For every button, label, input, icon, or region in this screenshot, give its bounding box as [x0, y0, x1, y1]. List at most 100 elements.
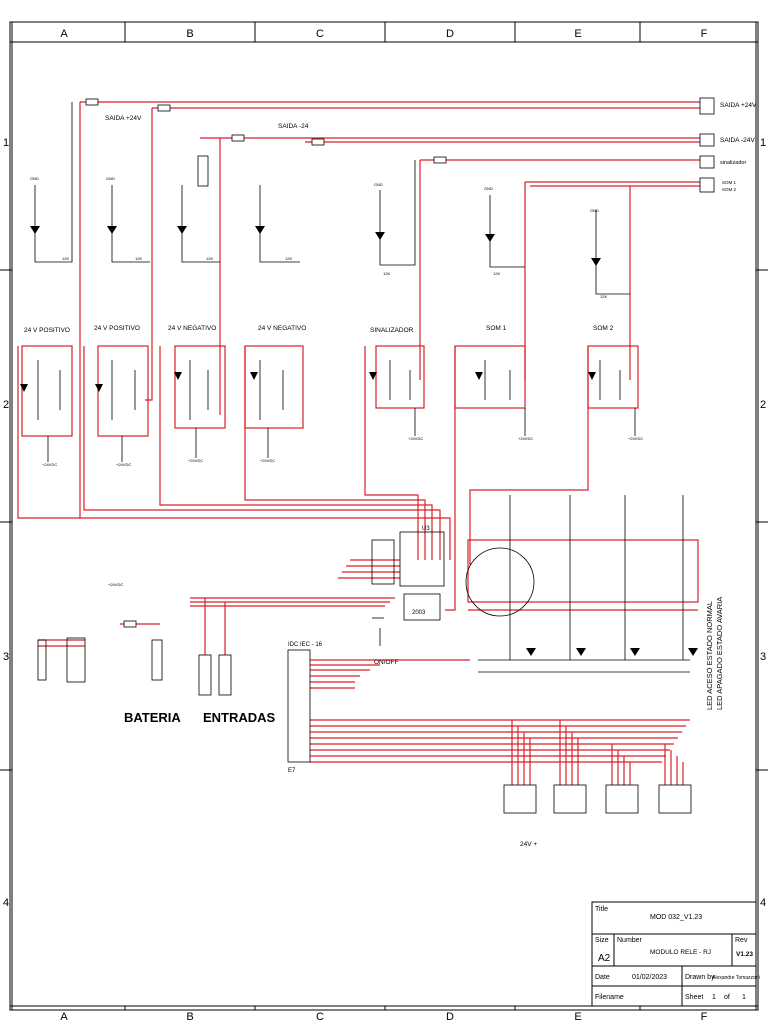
number-value: MODULO RELE - RJ: [650, 949, 711, 956]
row-label: 1: [760, 137, 766, 149]
fuse-stack-icon: [197, 155, 209, 187]
col-label: A: [60, 28, 68, 40]
resistor-value: 12K: [206, 256, 213, 261]
row-label: 2: [760, 399, 766, 411]
section-title: 24 V NEGATIVO: [258, 325, 306, 332]
sheet-header: Sheet: [685, 994, 703, 1001]
date-value: 01/02/2023: [632, 974, 667, 981]
resistor-value: 12K: [62, 256, 69, 261]
col-label: F: [701, 28, 708, 40]
sheet-total: 1: [742, 994, 746, 1001]
led-icon: [485, 234, 495, 242]
output-label-saida-neg: SAIDA -24V: [720, 137, 755, 144]
col-label: A: [60, 1011, 68, 1023]
black-wires: [34, 97, 715, 814]
output-label-saida-pos: SAIDA +24V: [720, 102, 757, 109]
resistor-value: 12K: [493, 271, 500, 276]
vdc-label: +24VDC: [188, 458, 203, 463]
filename-header: Filename: [595, 994, 624, 1001]
fuse-icon: [157, 104, 171, 112]
vdc-label: +24VDC: [260, 458, 275, 463]
resistor-value: 12K: [285, 256, 292, 261]
rev-header: Rev: [735, 937, 748, 944]
entradas-label: ENTRADAS: [203, 710, 276, 725]
col-label: C: [316, 1011, 324, 1023]
col-label: E: [574, 28, 581, 40]
red-wires: [17, 101, 700, 785]
bateria-label: BATERIA: [124, 710, 181, 725]
title-header: Title: [595, 906, 608, 913]
led-icon: [107, 226, 117, 234]
diode-icon: [475, 372, 483, 380]
title-block: Title Size Number Rev Date Drawn by File…: [591, 901, 760, 1007]
section-title: 24 V POSITIVO: [24, 327, 70, 334]
resistor-value: 12K: [383, 271, 390, 276]
onoff-label: ON/OFF: [374, 659, 399, 666]
sheet-of: of: [724, 994, 730, 1001]
col-label: F: [701, 1011, 708, 1023]
bus-label-saida-neg: SAIDA -24: [278, 123, 309, 130]
section-title: SOM 2: [593, 325, 614, 332]
section-title: 24 V NEGATIVO: [168, 325, 216, 332]
diode-icon: [250, 372, 258, 380]
row-label: 3: [3, 651, 9, 663]
gnd-label: GND: [484, 186, 493, 191]
led-icon: [177, 226, 187, 234]
gnd-label: GND: [30, 176, 39, 181]
fuse-icon: [231, 134, 245, 142]
col-label: B: [186, 1011, 193, 1023]
ic-label: 2003: [412, 610, 426, 616]
led-icon: [591, 258, 601, 266]
u3-label: U3: [422, 526, 430, 532]
e7-label: E7: [288, 768, 296, 774]
diode-icon: [174, 372, 182, 380]
output-label-som1: SOM 1: [722, 180, 737, 185]
diode-icon: [588, 372, 596, 380]
output-label-sinalizador: sinalizador: [720, 160, 746, 166]
vdc-label: +24VDC: [116, 462, 131, 467]
led-note-2: LED APAGADO ESTADO AVARIA: [715, 597, 724, 710]
vdc-label: +24VDC: [108, 582, 123, 587]
led-icon: [576, 648, 586, 656]
drawn-value: Alexandre Tomazzoni: [712, 975, 760, 981]
col-label: D: [446, 1011, 454, 1023]
idc-label: IDC IEC - 16: [288, 642, 323, 648]
section-title: SOM 1: [486, 325, 507, 332]
led-icon: [375, 232, 385, 240]
resistor-value: 12K: [600, 294, 607, 299]
number-header: Number: [617, 937, 643, 944]
row-label: 4: [760, 897, 766, 909]
diode-icon: [20, 384, 28, 392]
rev-value: V1.23: [736, 951, 753, 958]
row-label: 4: [3, 897, 9, 909]
fuse-icon: [85, 98, 99, 106]
fuse-icon: [123, 620, 137, 628]
led-note-1: LED ACESO ESTADO NORMAL: [705, 601, 714, 710]
vdc-label: +24VDC: [408, 436, 423, 441]
title-value: MOD 032_V1.23: [650, 914, 702, 921]
led-icon: [630, 648, 640, 656]
vdc-label: +24VDC: [518, 436, 533, 441]
row-label: 2: [3, 399, 9, 411]
col-label: B: [186, 28, 193, 40]
gnd-label: GND: [374, 182, 383, 187]
led-icon: [255, 226, 265, 234]
led-icon: [30, 226, 40, 234]
fuse-icon: [311, 138, 325, 146]
vdc-label: +24VDC: [628, 436, 643, 441]
led-symbols: [20, 226, 698, 656]
fuses: [85, 98, 447, 628]
v24-label: 24V +: [520, 841, 537, 848]
led-icon: [526, 648, 536, 656]
col-label: D: [446, 28, 454, 40]
output-label-som2: SOM 2: [722, 187, 737, 192]
drawing-frame: [0, 21, 768, 1011]
resistor-value: 12K: [135, 256, 142, 261]
section-title: 24 V POSITIVO: [94, 325, 140, 332]
col-label: C: [316, 28, 324, 40]
fuse-icon: [433, 156, 447, 164]
bus-label-saida-pos: SAIDA +24V: [105, 115, 142, 122]
size-value: A2: [598, 953, 611, 964]
date-header: Date: [595, 974, 610, 981]
